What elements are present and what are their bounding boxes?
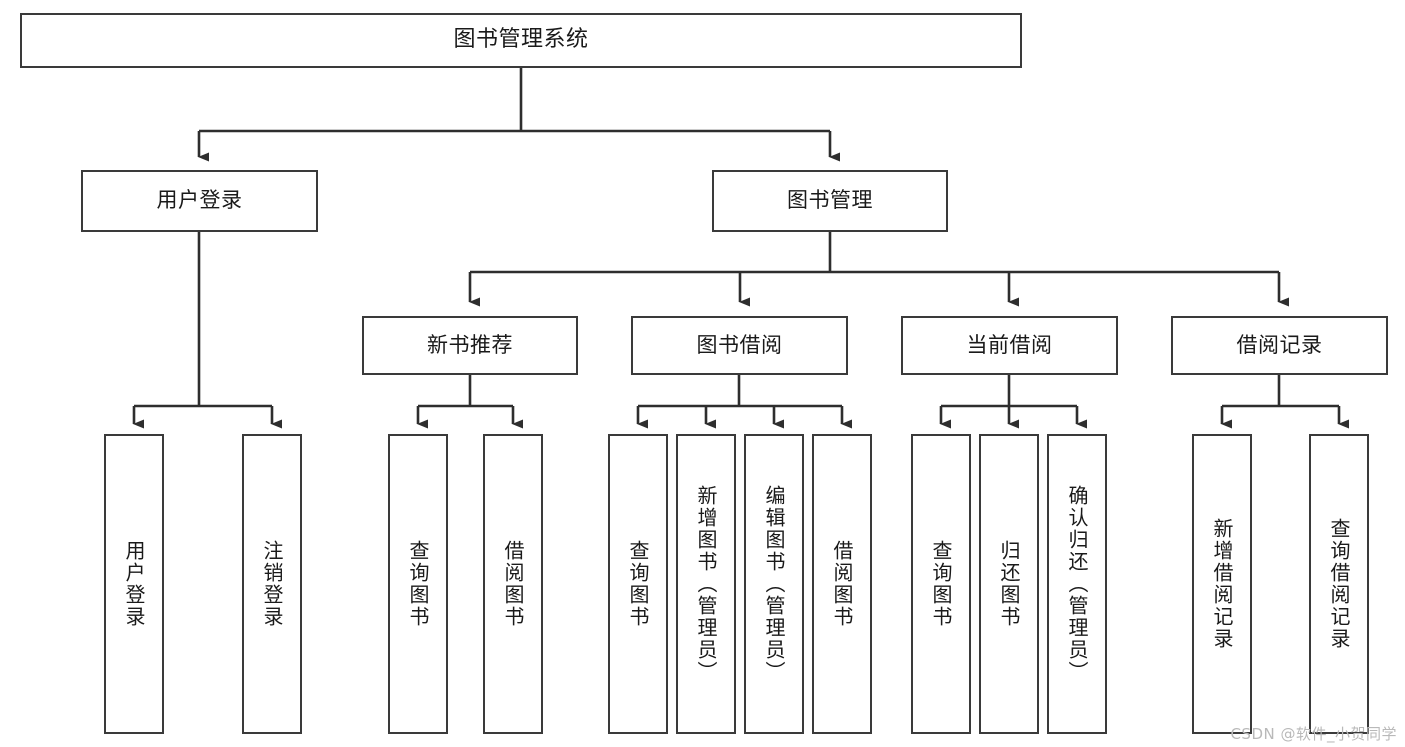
- node-label: 查询借阅记录: [1327, 518, 1351, 650]
- node-label: 借阅图书: [501, 540, 525, 628]
- node-book-borrow[interactable]: 图书借阅: [631, 316, 848, 375]
- node-label: 归还图书: [997, 540, 1021, 628]
- leaf-borrow-query-book[interactable]: 查询图书: [608, 434, 668, 734]
- node-label: 新增借阅记录: [1210, 518, 1234, 650]
- node-label: 用户登录: [122, 540, 146, 628]
- leaf-recommend-borrow-book[interactable]: 借阅图书: [483, 434, 543, 734]
- node-user-login[interactable]: 用户登录: [81, 170, 318, 232]
- leaf-recommend-query-book[interactable]: 查询图书: [388, 434, 448, 734]
- leaf-borrow-edit-book-admin[interactable]: 编辑图书（管理员）: [744, 434, 804, 734]
- leaf-record-add-borrow-record[interactable]: 新增借阅记录: [1192, 434, 1252, 734]
- node-label: 当前借阅: [966, 332, 1053, 357]
- node-label: 用户登录: [156, 188, 243, 213]
- node-label: 借阅记录: [1236, 332, 1323, 357]
- leaf-borrow-add-book-admin[interactable]: 新增图书（管理员）: [676, 434, 736, 734]
- node-label: 新书推荐: [427, 332, 513, 357]
- node-label: 借阅图书: [830, 540, 854, 628]
- leaf-record-query-borrow-record[interactable]: 查询借阅记录: [1309, 434, 1369, 734]
- node-label: 确认归还（管理员）: [1065, 485, 1089, 683]
- node-label: 图书管理: [787, 188, 873, 213]
- leaf-user-login-login[interactable]: 用户登录: [104, 434, 164, 734]
- node-current-borrow[interactable]: 当前借阅: [901, 316, 1118, 375]
- node-label: 查询图书: [929, 540, 953, 628]
- node-borrow-record[interactable]: 借阅记录: [1171, 316, 1388, 375]
- leaf-current-confirm-return-admin[interactable]: 确认归还（管理员）: [1047, 434, 1107, 734]
- node-root-book-management-system[interactable]: 图书管理系统: [20, 13, 1022, 68]
- node-label: 图书管理系统: [453, 27, 589, 53]
- node-book-management[interactable]: 图书管理: [712, 170, 948, 232]
- leaf-current-query-book[interactable]: 查询图书: [911, 434, 971, 734]
- leaf-current-return-book[interactable]: 归还图书: [979, 434, 1039, 734]
- node-label: 注销登录: [260, 540, 284, 628]
- node-new-book-recommend[interactable]: 新书推荐: [362, 316, 578, 375]
- node-label: 图书借阅: [696, 332, 783, 357]
- node-label: 编辑图书（管理员）: [762, 485, 786, 683]
- leaf-user-login-logout[interactable]: 注销登录: [242, 434, 302, 734]
- node-label: 查询图书: [626, 540, 650, 628]
- leaf-borrow-borrow-book[interactable]: 借阅图书: [812, 434, 872, 734]
- csdn-watermark: CSDN @软件_小贺同学: [1230, 725, 1397, 743]
- node-label: 新增图书（管理员）: [694, 485, 718, 683]
- node-label: 查询图书: [406, 540, 430, 628]
